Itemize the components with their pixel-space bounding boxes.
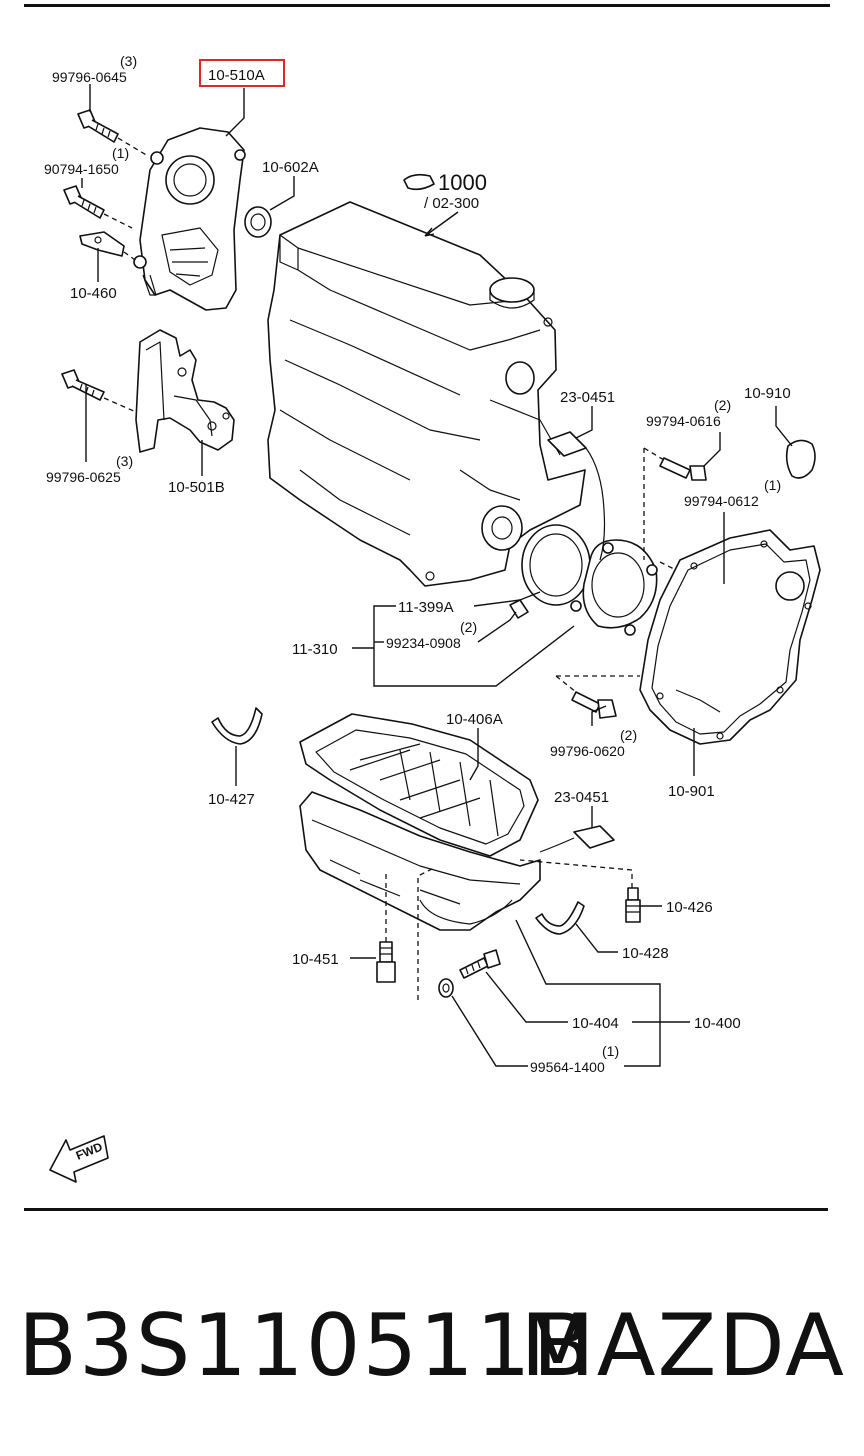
callout-part: 99796-0645 [52,69,127,85]
sensor-23-0451-lower [539,825,615,853]
seal-carrier [570,539,658,636]
part-footer: B3S110511B MAZDA [18,1296,846,1396]
callout-part: 10-404 [572,1015,619,1032]
leader-lines [81,84,793,1067]
brand-name: MAZDA [520,1296,846,1396]
callout-part: 11-399A [398,599,454,616]
callout-part: 10-406A [446,711,503,728]
callout-part: 10-427 [208,791,255,808]
callout-part: 99234-0908 [386,635,461,651]
callout-part: 23-0451 [560,389,615,406]
bolt-99796-0625 [61,369,137,413]
callout-sub: / 02-300 [424,195,479,212]
callout-part-highlighted[interactable]: 10-510A [208,67,265,84]
callout-qty: (1) [602,1043,619,1059]
bolt-99794-0616 [643,447,707,560]
exploded-parts-diagram: FWD [44,53,821,1183]
oil-pan-10-400 [299,791,541,931]
callout-part: 10-426 [666,899,713,916]
drain-plug-10-404 [459,949,501,979]
end-plate-10-901 [639,529,821,745]
callout-part: 10-400 [694,1015,741,1032]
callout-qty: (2) [620,727,637,743]
highlight-box [199,59,285,87]
callout-part: 99796-0620 [550,743,625,759]
drain-washer-99564-1400 [438,978,454,998]
callout-part: 23-0451 [554,789,609,806]
plug-cap-10-910 [785,439,816,479]
callout-part: 10-428 [622,945,669,962]
rear-oil-seal [521,524,591,606]
callout-part: 90794-1650 [44,161,119,177]
callout-qty: (3) [116,453,133,469]
top-divider [24,4,830,7]
callout-qty: (2) [714,397,731,413]
callout-part: 99794-0616 [646,413,721,429]
timing-cover-lower [135,329,235,453]
bolt-90794-1650 [63,185,133,229]
bolt-99796-0645 [77,109,149,157]
callout-part: 1000 [438,170,487,195]
callout-part: 10-451 [292,951,339,968]
callout-qty: (1) [764,477,781,493]
callout-qty: (2) [460,619,477,635]
callout-part: 10-602A [262,159,319,176]
callout-part: 99794-0612 [684,493,759,509]
engine-block [267,201,586,587]
callout-part: 11-310 [292,641,338,658]
seal-half-10-428 [535,901,585,935]
callout-labels: (3) 99796-0645 10-510A (1) 90794-1650 10… [44,53,791,1075]
callout-part: 10-501B [168,479,225,496]
callout-qty: (3) [120,53,137,69]
timing-cover-upper [133,127,246,311]
bolt-10-426 [519,859,641,923]
sensor-23-0451-upper [547,431,606,561]
fwd-arrow-icon: FWD [49,1135,109,1183]
oil-seal-10-602a [244,206,272,238]
callout-part: 99796-0625 [46,469,121,485]
seal-half-10-427 [211,707,263,745]
callout-part: 10-910 [744,385,791,402]
bolt-10-451 [376,872,396,983]
engine-ref-icon [403,173,435,191]
bracket-10-460 [79,231,139,263]
part-number: B3S110511B [18,1296,594,1396]
callout-part: 99564-1400 [530,1059,605,1075]
drain-dash [417,867,435,1000]
bottom-divider [24,1208,828,1211]
callout-part: 10-901 [668,783,715,800]
callout-qty: (1) [112,145,129,161]
callout-part: 10-460 [70,285,117,302]
bolt-99796-0620 [555,675,640,719]
